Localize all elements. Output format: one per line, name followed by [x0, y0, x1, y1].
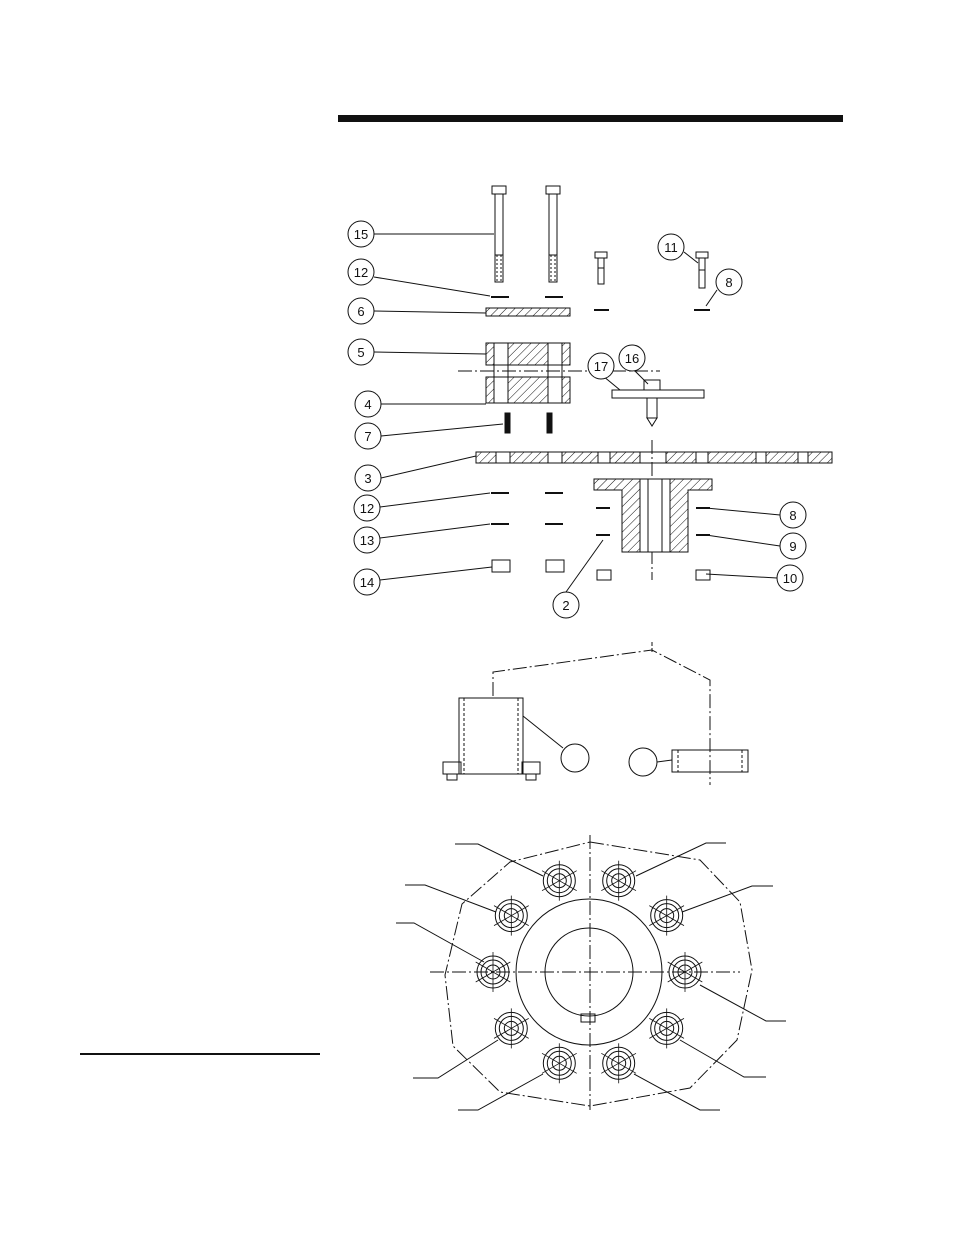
balloon-label: 7: [364, 429, 371, 444]
balloon-b4: 4: [355, 391, 381, 417]
bolt-head-5: [494, 1008, 529, 1048]
bolt-head-4: [542, 1043, 577, 1083]
balloon-label: 12: [354, 265, 368, 280]
balloon-b6: 6: [348, 298, 374, 324]
bolt-head-1: [668, 952, 703, 992]
short-bolt-right: [696, 252, 708, 288]
balloon-label: 16: [625, 351, 639, 366]
balloon-b2: 2: [553, 592, 579, 618]
balloon-b8a: 8: [716, 269, 742, 295]
long-bolt-left: [492, 186, 506, 282]
long-bolt-right: [546, 186, 560, 282]
bolt-head-8: [542, 861, 577, 901]
balloon-label: 17: [594, 359, 608, 374]
exploded-view: [458, 186, 832, 580]
balloon-b14: 14: [354, 569, 380, 595]
balloon-label: 9: [789, 539, 796, 554]
balloon-b8b: 8: [780, 502, 806, 528]
balloon-label: 2: [562, 598, 569, 613]
bolt-head-6: [476, 952, 511, 992]
balloon-b12a: 12: [348, 259, 374, 285]
balloon-b7: 7: [355, 423, 381, 449]
balloon-b11: 11: [658, 234, 684, 260]
balloon-label: 13: [360, 533, 374, 548]
balloon-label: 3: [364, 471, 371, 486]
bolt-head-10: [649, 896, 684, 936]
bolt-head-3: [601, 1043, 636, 1083]
balloon-label: 5: [357, 345, 364, 360]
balloon-label: 12: [360, 501, 374, 516]
balloon-label: 14: [360, 575, 374, 590]
balloon-b13: 13: [354, 527, 380, 553]
balloon-label: 6: [357, 304, 364, 319]
balloon-b12b: 12: [354, 495, 380, 521]
balloon-group: 15 12 6 5 4 7 3 12 13 14 11 8 17 16 8 9 10 2: [348, 221, 806, 618]
bolt-head-7: [494, 896, 529, 936]
balloon-label: 8: [725, 275, 732, 290]
balloon-b17: 17: [588, 353, 614, 379]
plan-view: [396, 835, 786, 1110]
balloon-label: 4: [364, 397, 371, 412]
detail-view: [443, 642, 748, 785]
balloon-label: 11: [664, 240, 678, 255]
bolt-head-2: [649, 1008, 684, 1048]
balloon-b9: 9: [780, 533, 806, 559]
balloon-label: 8: [789, 508, 796, 523]
balloon-b15: 15: [348, 221, 374, 247]
balloon-label: 15: [354, 227, 368, 242]
balloon-b5: 5: [348, 339, 374, 365]
balloon-b10: 10: [777, 565, 803, 591]
balloon-b16: 16: [619, 345, 645, 371]
balloon-b3: 3: [355, 465, 381, 491]
bolt-head-9: [601, 861, 636, 901]
balloon-label: 10: [783, 571, 797, 586]
short-bolt-mid: [595, 252, 607, 284]
